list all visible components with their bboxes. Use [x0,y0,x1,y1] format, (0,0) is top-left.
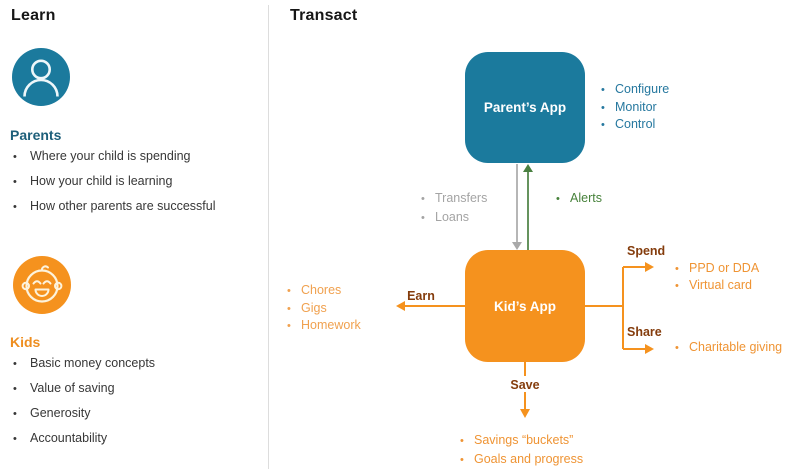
bullet-dot [601,82,615,99]
kids-heading: Kids [10,334,41,350]
list-item-text: Homework [301,318,361,332]
list-item: Savings “buckets” [460,432,583,451]
bullet-dot [675,340,689,356]
bullet-dot [13,377,30,401]
bullet-dot [556,191,570,207]
bullet-dot [287,318,301,335]
list-item-text: Configure [615,82,670,96]
save-items-list: Savings “buckets” Goals and progress [460,432,583,469]
bullet-dot [675,261,689,277]
list-item-text: Chores [301,283,342,297]
bullet-dot [13,402,30,426]
list-item: Where your child is spending [13,144,216,169]
list-item-text: How other parents are successful [30,199,216,213]
list-item: Homework [287,317,361,335]
list-item: How your child is learning [13,169,216,194]
learn-section-title: Learn [11,7,56,24]
alerts-list: Alerts [556,190,602,207]
list-item: Monitor [601,99,669,117]
share-flow-label: Share [627,325,662,339]
bullet-dot [13,195,30,219]
person-icon [12,48,70,106]
list-item: Goals and progress [460,451,583,470]
bullet-dot [287,301,301,318]
parents-heading: Parents [10,127,62,143]
parents-app-node: Parent’s App [465,52,585,163]
bullet-dot [421,190,435,208]
list-item: Chores [287,282,361,300]
alerts-arrow-up-icon [523,164,533,250]
list-item-text: Gigs [301,300,327,315]
spend-flow-label: Spend [627,244,666,258]
list-item-text: Generosity [30,406,91,420]
list-item-text: Basic money concepts [30,356,156,370]
list-item: Accountability [13,426,155,451]
bullet-dot [601,117,615,134]
list-item: Virtual card [675,277,759,294]
parents-person-icon [12,48,70,106]
parents-app-label: Parent’s App [483,100,567,115]
spend-share-fork-icon [585,262,654,354]
list-item: Alerts [556,190,602,207]
bullet-dot [421,209,435,227]
list-item: Transfers [421,189,487,208]
list-item-text: Accountability [30,431,108,445]
kids-app-label: Kid’s App [494,298,556,314]
transfers-arrow-down-icon [512,164,522,250]
earn-flow-label: Earn [407,289,435,303]
list-item: Loans [421,208,487,227]
baby-face-icon [13,256,71,314]
share-items-list: Charitable giving [675,339,782,356]
list-item-text: Control [615,117,656,131]
parent-app-features-list: Configure Monitor Control [601,81,669,134]
kids-benefits-list: Basic money concepts Value of saving Gen… [13,351,155,451]
list-item-text: Value of saving [30,381,115,395]
bullet-dot [13,427,30,451]
spend-items-list: PPD or DDA Virtual card [675,260,759,294]
bullet-dot [287,283,301,300]
kids-app-node: Kid’s App [465,250,585,362]
parents-benefits-list: Where your child is spending How your ch… [13,144,216,219]
kids-baby-icon [13,256,71,314]
list-item-text: Charitable giving [689,340,783,354]
list-item: Control [601,116,669,134]
list-item-text: Monitor [615,99,657,114]
bullet-dot [675,278,689,294]
list-item: Charitable giving [675,339,782,356]
bullet-dot [460,433,474,451]
list-item: Gigs [287,300,361,318]
save-flow-label: Save [510,378,540,392]
transfers-loans-list: Transfers Loans [421,189,487,227]
section-divider [268,5,269,469]
bullet-dot [13,352,30,376]
list-item: PPD or DDA [675,260,759,277]
list-item-text: Loans [435,210,470,224]
bullet-dot [13,145,30,169]
list-item-text: Goals and progress [474,451,584,466]
bullet-dot [460,452,474,470]
list-item: Configure [601,81,669,99]
transact-section-title: Transact [290,7,358,24]
list-item-text: PPD or DDA [689,261,760,275]
earn-items-list: Chores Gigs Homework [287,282,361,335]
list-item-text: Where your child is spending [30,149,191,163]
list-item: How other parents are successful [13,194,216,219]
list-item-text: Alerts [570,191,602,205]
bullet-dot [601,100,615,117]
list-item-text: Transfers [435,191,488,205]
bullet-dot [13,170,30,194]
list-item: Value of saving [13,376,155,401]
list-item-text: How your child is learning [30,174,173,188]
list-item-text: Virtual card [689,278,752,292]
list-item-text: Savings “buckets” [474,433,574,447]
list-item: Basic money concepts [13,351,155,376]
list-item: Generosity [13,401,155,426]
